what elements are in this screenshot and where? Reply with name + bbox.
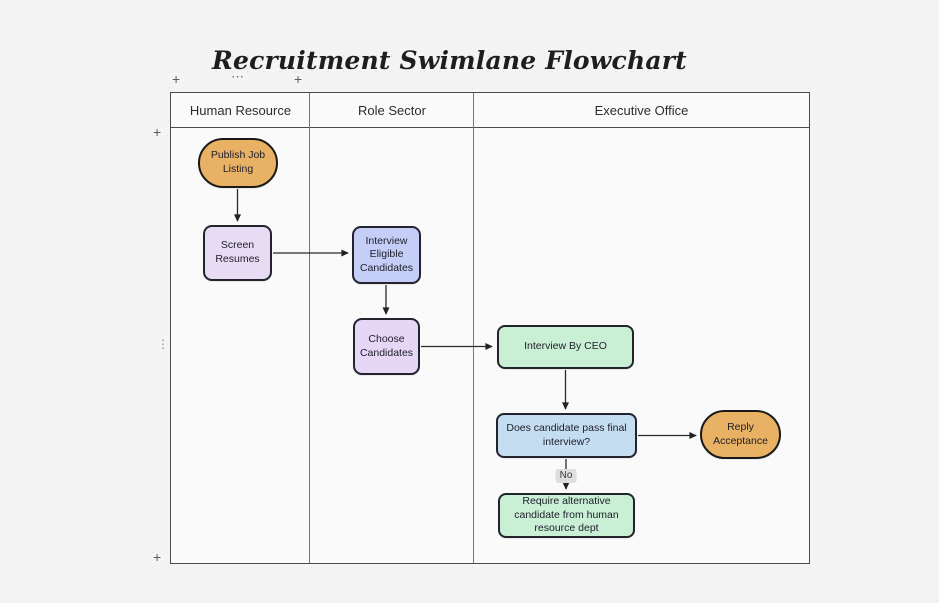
- node-label: Interview Eligible Candidates: [359, 234, 414, 274]
- node-interview-by-ceo[interactable]: Interview By CEO: [497, 325, 634, 369]
- edge-label-no[interactable]: No: [555, 469, 577, 483]
- lane-divider-1: [309, 93, 310, 563]
- lane-header-executive-office[interactable]: Executive Office: [594, 102, 689, 118]
- add-column-plus-icon[interactable]: +: [172, 71, 181, 87]
- swimlane-header-row: Human Resource Role Sector Executive Off…: [171, 93, 809, 128]
- lane-header-human-resource[interactable]: Human Resource: [189, 102, 292, 118]
- node-label: Choose Candidates: [359, 332, 414, 359]
- row-drag-handle-icon[interactable]: ⋮: [157, 337, 169, 351]
- lane-divider-2: [473, 93, 474, 563]
- node-choose-candidates[interactable]: Choose Candidates: [353, 318, 420, 375]
- node-label: Publish Job Listing: [210, 149, 266, 175]
- node-does-candidate-pass-final-interview[interactable]: Does candidate pass final interview?: [496, 413, 637, 458]
- node-label: Interview By CEO: [524, 340, 607, 353]
- node-label: Reply Acceptance: [713, 420, 768, 447]
- lane-header-role-sector[interactable]: Role Sector: [358, 102, 426, 118]
- node-interview-eligible-candidates[interactable]: Interview Eligible Candidates: [352, 226, 421, 284]
- node-label: Does candidate pass final interview?: [506, 421, 627, 448]
- node-label: Require alternative candidate from human…: [514, 495, 619, 535]
- node-screen-resumes[interactable]: Screen Resumes: [203, 225, 272, 281]
- diagram-title[interactable]: Recruitment Swimlane Flowchart: [212, 46, 687, 75]
- node-label: Screen Resumes: [215, 239, 260, 265]
- add-column-plus-icon-2[interactable]: +: [294, 71, 303, 87]
- node-require-alternative-candidate[interactable]: Require alternative candidate from human…: [498, 493, 635, 538]
- node-publish-job-listing[interactable]: Publish Job Listing: [198, 138, 278, 188]
- table-options-ellipsis-icon[interactable]: ⋯: [231, 69, 245, 84]
- add-row-plus-icon-top[interactable]: +: [153, 124, 162, 140]
- node-reply-acceptance[interactable]: Reply Acceptance: [700, 410, 781, 459]
- add-row-plus-icon-bottom[interactable]: +: [153, 549, 162, 565]
